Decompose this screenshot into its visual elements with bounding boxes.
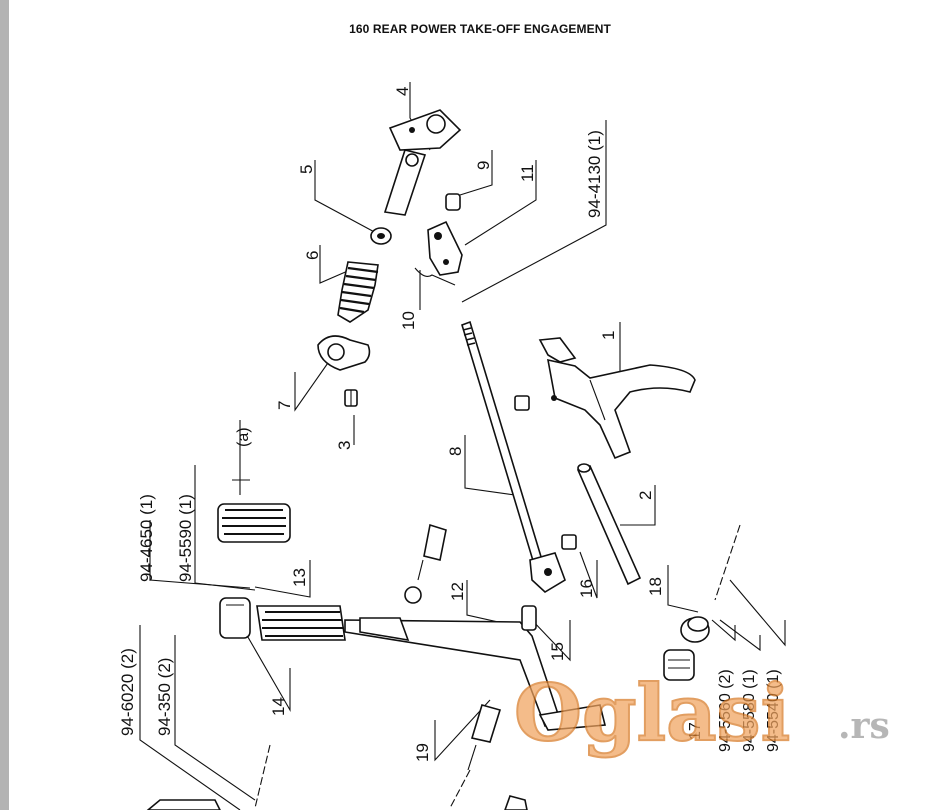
- code-94-4650: 94-4650 (1): [137, 494, 156, 582]
- part-15-pin: [521, 605, 537, 631]
- label-19: 19: [413, 743, 432, 762]
- part-6-spring: [337, 261, 379, 323]
- code-94-4130: 94-4130 (1): [585, 130, 604, 218]
- label-10: 10: [399, 311, 418, 330]
- code-94-5590: 94-5590 (1): [176, 494, 195, 582]
- label-15: 15: [548, 642, 567, 661]
- left-edge-bar: [0, 0, 9, 810]
- label-6: 6: [303, 251, 322, 260]
- watermark-brand: Oglasi: [514, 668, 790, 759]
- part-3-bolt: [344, 389, 358, 407]
- code-94-5580: 94-5580 (1): [741, 669, 758, 752]
- part-labels: 4 5 9 11 94-4130 (1) 6 10 1 7 3 8 2 16 1…: [118, 87, 782, 762]
- bottom-part-fragment: [146, 795, 528, 810]
- part-5-washer: [370, 227, 392, 245]
- pedal-pad: [217, 503, 291, 543]
- code-94-5560: 94-5560 (2): [717, 669, 734, 752]
- part-17-bushing: [663, 649, 695, 681]
- label-8: 8: [446, 447, 465, 456]
- label-2: 2: [636, 491, 655, 500]
- label-13: 13: [290, 568, 309, 587]
- label-11: 11: [518, 164, 537, 182]
- label-7: 7: [275, 401, 294, 410]
- code-94-350: 94-350 (2): [155, 658, 174, 736]
- grease-nipple: [404, 523, 447, 604]
- part-13-grip: [256, 605, 346, 641]
- part-12-lever: [344, 617, 607, 731]
- marker-a: (a): [232, 420, 252, 495]
- part-2-shaft: [576, 463, 642, 586]
- part-11-clevis: [427, 220, 463, 276]
- page-title: 160 REAR POWER TAKE-OFF ENGAGEMENT: [349, 22, 611, 36]
- part-8-rod: [461, 320, 566, 593]
- label-18: 18: [646, 577, 665, 596]
- label-12: 12: [448, 582, 467, 601]
- label-4: 4: [393, 87, 412, 96]
- label-1: 1: [599, 331, 618, 340]
- marker-a-label: (a): [235, 427, 252, 447]
- label-3: 3: [335, 441, 354, 450]
- label-9: 9: [474, 161, 493, 170]
- label-16: 16: [577, 579, 596, 598]
- part-1-fork: [514, 337, 696, 460]
- part-9-pin: [445, 193, 461, 211]
- label-17: 17: [687, 722, 704, 740]
- watermark: Oglasi .rs: [513, 667, 890, 760]
- code-94-5540: 94-5540 (1): [765, 669, 782, 752]
- watermark-tld: .rs: [838, 705, 890, 747]
- label-14: 14: [269, 697, 288, 716]
- part-16-clip: [561, 534, 577, 550]
- label-5: 5: [297, 165, 316, 174]
- part-19-bolt: [467, 704, 502, 771]
- part-14-knob: [219, 597, 251, 639]
- part-10-split-pin: [414, 267, 456, 286]
- part-18-bushing: [680, 616, 710, 643]
- part-7-collar: [317, 335, 371, 371]
- leader-lines: [139, 82, 786, 810]
- code-94-6020: 94-6020 (2): [118, 648, 137, 736]
- part-4-lever: [383, 109, 462, 216]
